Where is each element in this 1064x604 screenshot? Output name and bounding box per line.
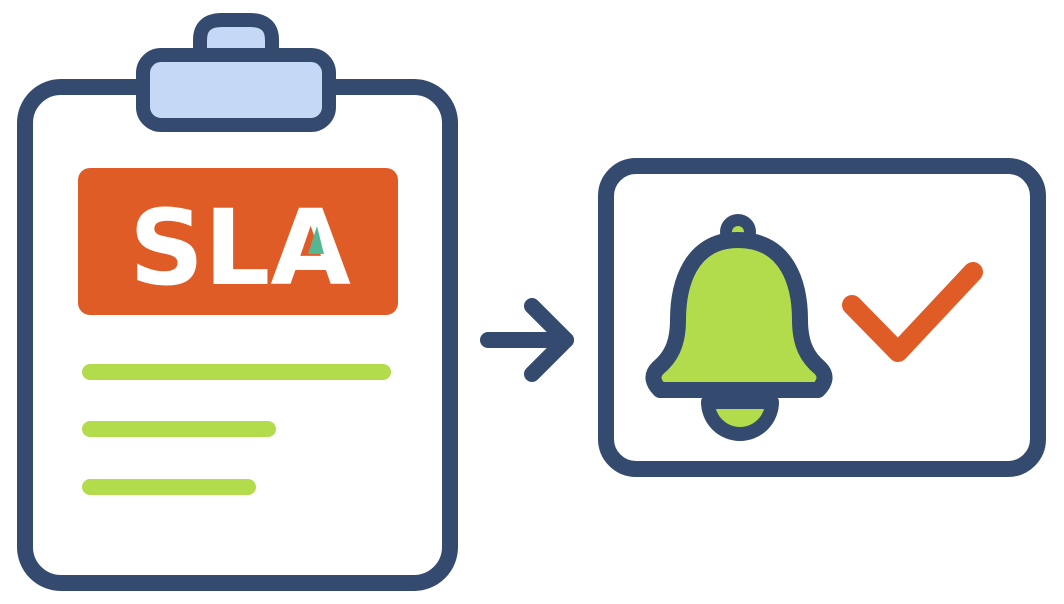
sla-badge: SLA — [78, 168, 398, 315]
checkmark-icon — [842, 262, 983, 362]
clipboard-clip — [136, 13, 336, 132]
clipboard-board — [17, 79, 458, 591]
clipboard-icon: SLA — [17, 13, 458, 591]
arrow-right-icon — [480, 298, 574, 382]
bell-icon — [645, 214, 833, 441]
sla-accent-triangle — [308, 226, 324, 254]
text-lines — [82, 364, 391, 495]
notification-card — [598, 158, 1046, 477]
